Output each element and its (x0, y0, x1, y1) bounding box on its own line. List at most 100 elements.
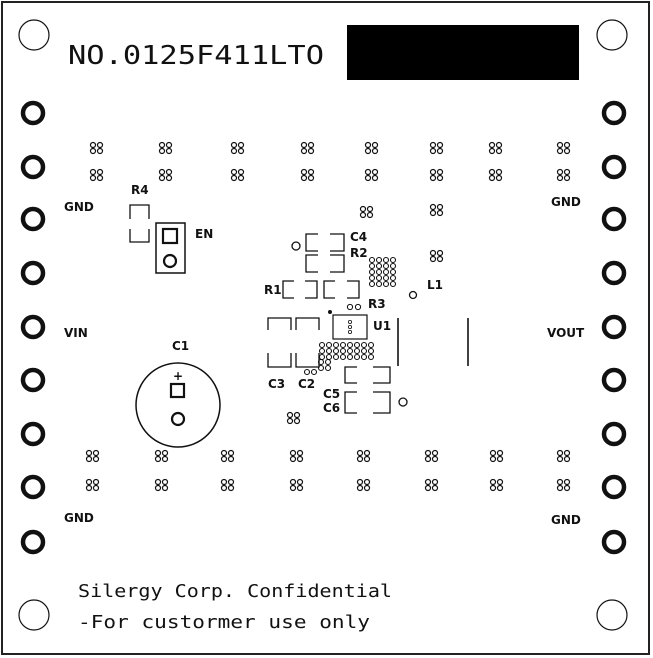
via (92, 449, 100, 457)
via (220, 455, 228, 463)
via (367, 341, 375, 349)
via (300, 174, 308, 182)
via (424, 478, 432, 486)
edge-pin-left-7 (20, 421, 46, 447)
via (436, 249, 444, 257)
via (356, 455, 364, 463)
via (332, 347, 340, 355)
via (366, 211, 374, 219)
via (356, 478, 364, 486)
via (85, 484, 93, 492)
via (371, 141, 379, 149)
mounting-hole-bottom-right (596, 599, 628, 631)
via (356, 449, 364, 457)
via (371, 174, 379, 182)
edge-pin-left-4 (20, 260, 46, 286)
via (563, 449, 571, 457)
via (431, 478, 439, 486)
c1-pin-positive (169, 382, 186, 399)
via (220, 484, 228, 492)
via (556, 174, 564, 182)
via (359, 205, 367, 213)
via (563, 147, 571, 155)
via (495, 147, 503, 155)
via (289, 455, 297, 463)
via (364, 141, 372, 149)
via (339, 347, 347, 355)
c2-label: C2 (298, 377, 315, 391)
en-jumper-pin1 (161, 227, 179, 245)
edge-pin-left-2 (20, 154, 46, 180)
pin1-marker-c4 (291, 241, 301, 251)
via (367, 353, 375, 361)
via (154, 484, 162, 492)
via (488, 174, 496, 182)
via (368, 280, 376, 288)
via (227, 455, 235, 463)
via (429, 141, 437, 149)
via (220, 478, 228, 486)
c5-label: C5 (323, 387, 340, 401)
via (339, 353, 347, 361)
via (96, 147, 104, 155)
via (353, 341, 361, 349)
via (368, 262, 376, 270)
via (89, 147, 97, 155)
via (307, 168, 315, 176)
gnd-label-left-bottom: GND (64, 511, 94, 525)
r4-label: R4 (131, 183, 149, 197)
mounting-hole-top-left (18, 19, 50, 51)
via (89, 174, 97, 182)
via (165, 174, 173, 182)
via (310, 368, 318, 376)
part-number: NO.0125F411LTO (68, 41, 324, 71)
via (92, 484, 100, 492)
via (161, 449, 169, 457)
via (366, 205, 374, 213)
via (303, 368, 311, 376)
via (364, 168, 372, 176)
gnd-label-right-bottom: GND (551, 513, 581, 527)
edge-pin-left-9 (20, 529, 46, 555)
u1-pad-3 (347, 329, 352, 334)
via (375, 256, 383, 264)
via (436, 209, 444, 217)
via (353, 353, 361, 361)
via (431, 455, 439, 463)
via (324, 364, 332, 372)
via (300, 147, 308, 155)
u1-pad-2 (347, 324, 352, 329)
footer-customer-use: -For custormer use only (78, 612, 370, 633)
via (332, 341, 340, 349)
edge-pin-right-9 (601, 529, 627, 555)
via (161, 478, 169, 486)
via (227, 449, 235, 457)
via (368, 256, 376, 264)
via (556, 484, 564, 492)
via (300, 168, 308, 176)
via (230, 141, 238, 149)
via (563, 455, 571, 463)
redaction-block (347, 25, 579, 80)
via (429, 249, 437, 257)
via (429, 168, 437, 176)
via (382, 274, 390, 282)
via (424, 484, 432, 492)
via (436, 203, 444, 211)
via (307, 174, 315, 182)
edge-pin-right-4 (601, 260, 627, 286)
via (96, 168, 104, 176)
c3-label: C3 (268, 377, 285, 391)
gnd-label-left-top: GND (64, 200, 94, 214)
u1-pad-1 (347, 319, 352, 324)
via (363, 478, 371, 486)
via (375, 274, 383, 282)
gnd-label-right-top: GND (551, 195, 581, 209)
via (96, 174, 104, 182)
via (346, 353, 354, 361)
via (230, 168, 238, 176)
via (325, 341, 333, 349)
via (382, 262, 390, 270)
